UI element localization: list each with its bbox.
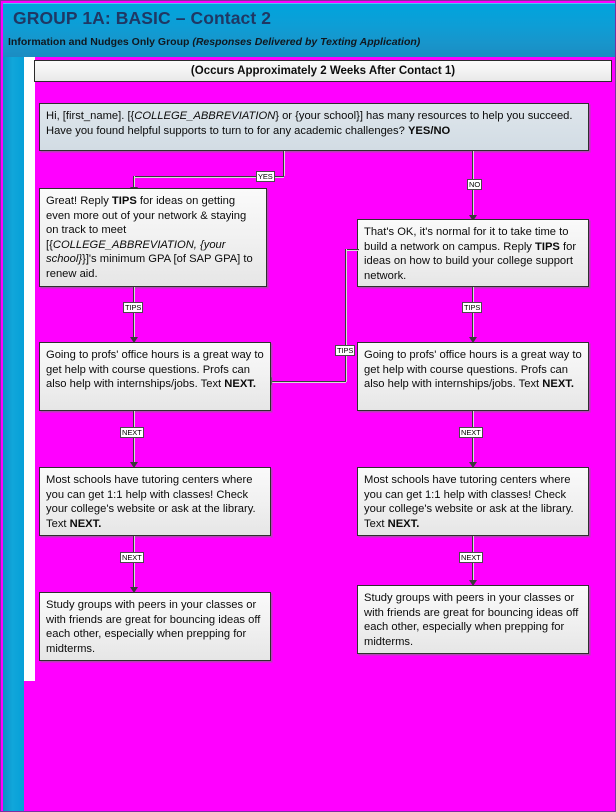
no-b: for ideas on how to build your college s… (364, 240, 577, 282)
tut-left-a: Most schools have tutoring centers where… (46, 474, 256, 530)
connector-next-left-2 (133, 536, 135, 591)
connector-tips-mid-top (345, 249, 359, 251)
box-no-branch[interactable]: That's OK, it's normal for it to take ti… (357, 219, 589, 287)
arrow-next-left-1 (130, 462, 138, 468)
intro-line2-a: Have you found helpful supports to turn … (46, 124, 408, 137)
arrow-next-left-2 (130, 587, 138, 593)
left-accent-stripe (3, 57, 24, 811)
subtitle-lead: Information and Nudges Only Group (8, 36, 193, 48)
connector-label-no: NO (467, 179, 483, 190)
intro-line1-italic: COLLEGE_ABBREVIATION (134, 110, 276, 122)
connector-tips-mid-vertical (345, 249, 347, 382)
connector-label-next-r2: NEXT (459, 552, 483, 563)
intro-line1-a: Hi, [first_name]. [{ (46, 110, 135, 122)
sg-right-a: Study groups with peers in your classes … (364, 592, 579, 648)
connector-yes-horizontal (133, 176, 284, 178)
yes-c: }]'s minimum GPA [of SAP GPA] to renew a… (46, 253, 253, 280)
arrow-tips-left (130, 337, 138, 343)
yes-b: for ideas on getting even more out of yo… (46, 195, 247, 251)
box-office-hours-right[interactable]: Going to profs' office hours is a great … (357, 342, 589, 411)
connector-label-next-l1: NEXT (120, 427, 144, 438)
arrow-no (469, 215, 477, 221)
tut-right-a: Most schools have tutoring centers where… (364, 474, 574, 530)
intro-line2-bold: YES/NO (407, 124, 451, 137)
flow-canvas: Hi, [first_name]. [{COLLEGE_ABBREVIATION… (35, 83, 613, 811)
box-tutoring-right[interactable]: Most schools have tutoring centers where… (357, 467, 589, 536)
connector-label-tips-right: TIPS (462, 302, 483, 313)
connector-next-right-1 (472, 411, 474, 466)
intro-line1-b: } or {your school}] has many resources t… (275, 110, 573, 122)
occurs-banner: (Occurs Approximately 2 Weeks After Cont… (34, 60, 612, 82)
connector-intro-drop (283, 151, 285, 176)
box-yes-branch[interactable]: Great! Reply TIPS for ideas on getting e… (39, 188, 267, 287)
occurs-banner-label: (Occurs Approximately 2 Weeks After Cont… (190, 65, 456, 77)
page-subtitle: Information and Nudges Only Group (Respo… (8, 36, 420, 48)
oh-left-a: Going to profs' office hours is a great … (46, 349, 264, 391)
box-office-hours-left[interactable]: Going to profs' office hours is a great … (39, 342, 271, 411)
header-banner: GROUP 1A: BASIC – Contact 2 Information … (3, 3, 615, 57)
arrow-next-right-1 (469, 462, 477, 468)
left-white-gutter (24, 57, 35, 681)
yes-italic1: COLLEGE_ABBREVIATION, {your school} (46, 238, 226, 266)
subtitle-italic: (Responses Delivered by Texting Applicat… (192, 36, 421, 48)
arrow-next-right-2 (469, 580, 477, 586)
sg-left-a: Study groups with peers in your classes … (46, 599, 261, 655)
connector-tips-mid-bottom (271, 381, 346, 383)
tut-right-bold1: NEXT. (387, 517, 420, 530)
connector-yes-drop (133, 176, 135, 189)
tut-left-bold1: NEXT. (69, 517, 102, 530)
connector-next-left-1 (133, 411, 135, 466)
connector-tips-right (472, 287, 474, 341)
page-title: GROUP 1A: BASIC – Contact 2 (13, 8, 272, 28)
connector-label-tips-mid: TIPS (335, 345, 356, 356)
arrow-tips-right (469, 337, 477, 343)
no-bold1: TIPS (535, 240, 560, 253)
yes-bold1: TIPS (111, 195, 137, 207)
yes-a: Great! Reply (46, 195, 112, 207)
box-tutoring-left[interactable]: Most schools have tutoring centers where… (39, 467, 271, 536)
box-study-groups-right[interactable]: Study groups with peers in your classes … (357, 585, 589, 654)
connector-label-next-r1: NEXT (459, 427, 483, 438)
no-a: That's OK, it's normal for it to take ti… (364, 226, 569, 253)
box-intro[interactable]: Hi, [first_name]. [{COLLEGE_ABBREVIATION… (39, 103, 589, 151)
connector-label-yes: YES (256, 171, 275, 182)
connector-label-next-l2: NEXT (120, 552, 144, 563)
oh-left-bold1: NEXT. (224, 378, 256, 391)
oh-right-a: Going to profs' office hours is a great … (364, 349, 582, 391)
connector-tips-left (133, 287, 135, 341)
box-study-groups-left[interactable]: Study groups with peers in your classes … (39, 592, 271, 661)
oh-right-bold1: NEXT. (542, 378, 574, 391)
connector-label-tips-left: TIPS (123, 302, 144, 313)
